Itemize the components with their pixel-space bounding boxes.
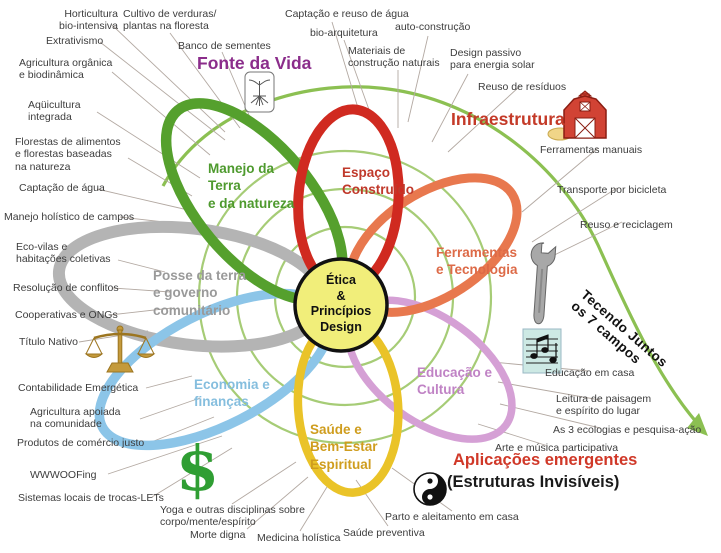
label-eco-vilas: Eco-vilas e habitações coletivas	[16, 241, 111, 266]
petal-label-posse: Posse da terra e governo comunitário	[153, 268, 247, 318]
label-contabilidade: Contabilidade Emergética	[18, 382, 139, 394]
label-agricultura-organica: Agricultura orgânica e biodinâmica	[19, 57, 113, 82]
music-notes-icon	[522, 328, 562, 374]
label-morte-digna: Morte digna	[190, 529, 246, 541]
label-bio-arquitetura: bio-arquitetura	[310, 27, 378, 39]
red-barn-icon	[547, 90, 607, 141]
petal-label-educacao: Educação e Cultura	[417, 365, 493, 398]
balance-scales-icon	[84, 325, 156, 373]
label-yoga: Yoga e outras disciplinas sobre corpo/me…	[160, 504, 305, 529]
label-banco-sementes: Banco de sementes	[178, 40, 271, 52]
title-estruturas-invisiveis: (Estruturas Invisíveis)	[447, 473, 620, 491]
title-aplicacoes-emergentes: Aplicações emergentes	[453, 451, 638, 469]
label-cooperativas: Cooperativas e ONGs	[15, 309, 118, 321]
label-produtos-comercio: Produtos de comércio justo	[17, 437, 145, 449]
label-manejo-holistico: Manejo holístico de campos	[4, 211, 135, 223]
label-extrativismo: Extrativismo	[46, 35, 104, 47]
petal-label-espaco: Espaço Construído	[342, 165, 414, 198]
dollar-sign-icon: $	[176, 432, 220, 505]
label-cultivo-verduras: Cultivo de verduras/ plantas na floresta	[123, 8, 217, 33]
title-infraestrutura: Infraestrutura	[451, 109, 565, 129]
label-captacao-agua: Captação de água	[19, 182, 105, 194]
label-wwwoofing: WWWOOFing	[30, 469, 97, 481]
label-florestas: Florestas de alimentos e florestas basea…	[15, 136, 121, 173]
label-aquicultura: Aqüicultura integrada	[28, 99, 81, 124]
label-captacao-reuso: Captação e reuso de água	[285, 8, 409, 20]
label-reuso-reciclagem: Reuso e reciclagem	[580, 219, 673, 231]
label-auto-construcao: auto-construção	[395, 21, 471, 33]
arrow-head-icon	[687, 413, 708, 436]
label-arte-musica: Arte e música participativa	[495, 442, 619, 454]
label-materiais-construcao: Materiais de construção naturais	[348, 45, 440, 70]
label-tres-ecologias: As 3 ecologias e pesquisa-ação	[553, 424, 702, 436]
label-agricultura-apoiada: Agricultura apoiada na comunidade	[30, 406, 121, 431]
wrench-icon	[530, 242, 557, 325]
label-medicina-holistica: Medicina holística	[257, 532, 341, 544]
label-titulo-nativo: Título Nativo	[19, 336, 78, 348]
label-horticultura: Horticultura bio-intensiva	[59, 8, 118, 33]
label-saude-preventiva: Saúde preventiva	[343, 527, 425, 539]
label-design-passivo: Design passivo para energia solar	[450, 47, 535, 72]
label-resolucao-conflitos: Resolução de conflitos	[13, 282, 119, 294]
center-ethics-label: Ética & Princípios Design	[310, 273, 372, 334]
petal-label-ferramentas: Ferramentas e Tecnologia	[436, 245, 518, 278]
label-transporte-bicicleta: Transporte por bicicleta	[557, 184, 667, 196]
yin-yang-icon	[413, 472, 447, 506]
seedling-icon	[244, 71, 275, 113]
label-sistemas-trocas: Sistemas locais de trocas-LETs	[18, 492, 164, 504]
center-circle	[293, 257, 389, 353]
label-ferramentas-manuais: Ferramentas manuais	[540, 144, 643, 156]
petal-label-economia: Economia e finanças	[194, 377, 270, 410]
label-reuso-residuos: Reuso de resíduos	[478, 81, 567, 93]
petal-label-manejo: Manejo da Terra e da natureza	[208, 161, 295, 211]
petal-label-saude: Saúde e Bem-Estar Espiritual	[310, 422, 378, 472]
label-leitura-paisagem: Leitura de paisagem e espírito do lugar	[556, 393, 652, 418]
label-educacao-casa: Educação em casa	[545, 367, 635, 379]
label-parto: Parto e aleitamento em casa	[385, 511, 519, 523]
title-fonte-da-vida: Fonte da Vida	[197, 53, 312, 73]
